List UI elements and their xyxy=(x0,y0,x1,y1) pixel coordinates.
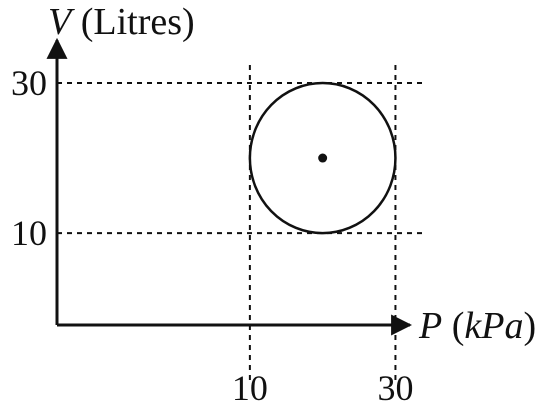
x-axis-unit-close: ) xyxy=(523,305,536,347)
y-tick-label-30: 30 xyxy=(11,63,47,103)
x-axis-unit-open: ( xyxy=(442,305,464,347)
cycle-circle xyxy=(248,81,397,235)
y-tick-label-10: 10 xyxy=(11,213,47,253)
cycle xyxy=(248,81,397,235)
x-axis-label: P (kPa) xyxy=(418,305,536,347)
y-axis-label: V (Litres) xyxy=(48,1,195,43)
cycle-center-dot xyxy=(318,153,328,163)
x-tick-label-30: 30 xyxy=(377,368,413,405)
x-axis-symbol: P xyxy=(418,305,442,347)
x-tick-label-10: 10 xyxy=(232,368,268,405)
y-axis-unit: (Litres) xyxy=(71,1,194,43)
guide-lines xyxy=(57,65,425,382)
axes xyxy=(46,37,413,336)
y-axis-symbol: V xyxy=(48,1,75,43)
tick-labels: 10 30 10 30 xyxy=(11,63,413,405)
x-axis-unit: kPa xyxy=(464,305,523,347)
